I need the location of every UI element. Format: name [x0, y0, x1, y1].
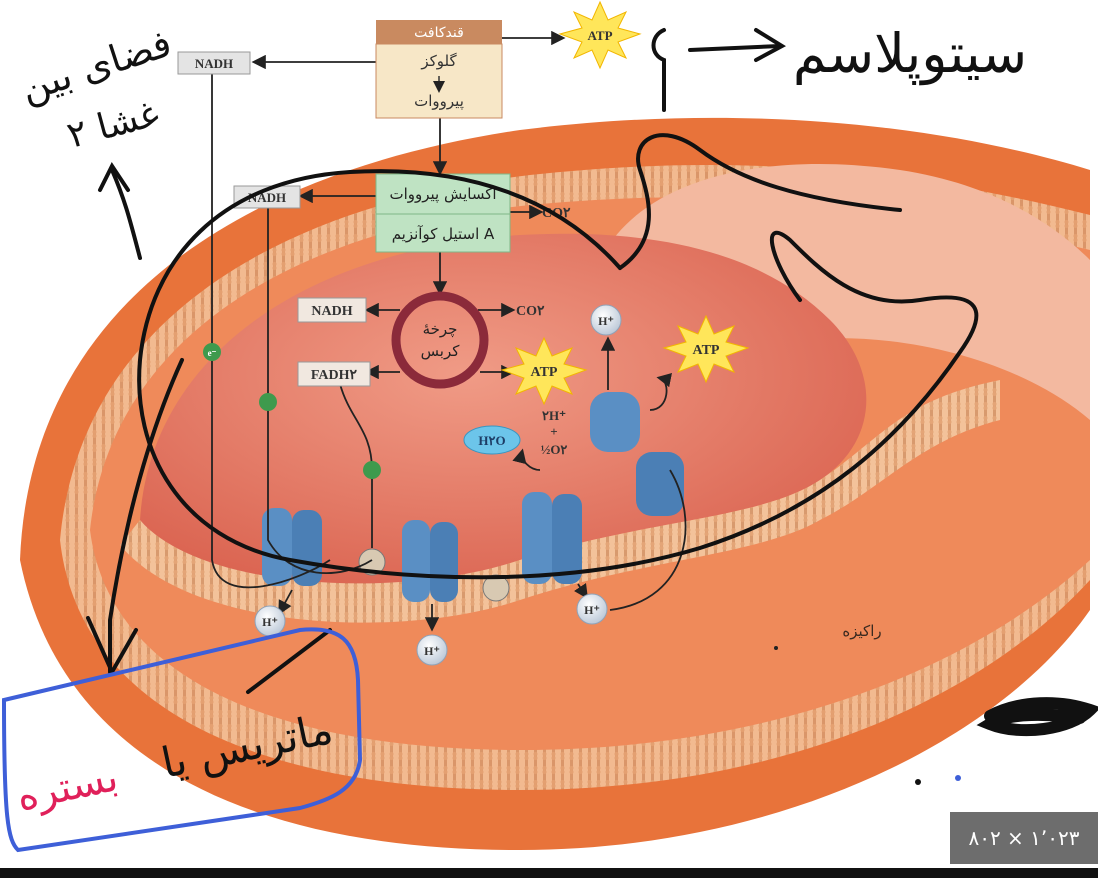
handwritten-outline: [86, 28, 979, 694]
label-h-plus-3: H⁺: [584, 603, 600, 617]
handwritten-scribble: [976, 697, 1098, 737]
h-plus-ball-2: [416, 634, 448, 666]
flow-arrows: [211, 30, 687, 632]
atp-star-synthase: [662, 314, 750, 384]
label-nadh-mid: NADH: [248, 190, 286, 205]
label-fadh2: FADH۲: [311, 368, 358, 383]
ubiquinone: [358, 548, 386, 576]
label-acetyl-coa: استیل کوآنزیم A: [392, 225, 495, 243]
label-nadh-krebs: NADH: [311, 304, 352, 319]
label-glucose: گلوکز: [420, 52, 457, 70]
label-electron: e⁻: [208, 348, 217, 358]
label-atp-krebs: ATP: [531, 365, 558, 380]
annotation-intermembrane-2: ۲ غشا: [63, 93, 163, 157]
protein-complex-2: [402, 520, 458, 602]
label-atp-top: ATP: [587, 28, 612, 43]
label-two-h-plus: ۲H⁺: [542, 408, 566, 423]
h2o-pill: [463, 425, 521, 455]
protein-complex-1: [262, 508, 322, 586]
label-atp-synthase: ATP: [693, 343, 720, 358]
glycolysis-box-header: [376, 20, 502, 44]
label-h2o: H۲O: [478, 433, 505, 448]
label-nadh-top: NADH: [195, 56, 233, 71]
label-krebs-2: کربس: [421, 342, 461, 360]
label-co2-2: CO۲: [516, 304, 545, 319]
image-size-badge: ۸۰۲ × ۱٬۰۲۳: [950, 812, 1098, 864]
cytochrome-c: [482, 574, 510, 602]
atp-star-krebs: [500, 336, 588, 406]
label-krebs-1: چرخهٔ: [423, 320, 458, 338]
annotation-matrix-pink: بستره: [13, 754, 122, 820]
label-glycolysis: قندکافت: [414, 25, 464, 41]
label-plus-sign: +: [550, 424, 557, 439]
label-h-plus-2: H⁺: [424, 644, 440, 658]
label-pyruvate: پیرووات: [414, 92, 464, 111]
label-half-o2: ½O۲: [541, 442, 568, 457]
h-plus-ball-in: [590, 304, 622, 336]
protein-complex-3: [522, 492, 582, 584]
crista-fold: [600, 164, 1090, 420]
label-mitochondrion: راکیزه: [842, 622, 881, 640]
label-h-plus-in: H⁺: [598, 314, 614, 328]
h-plus-ball-3: [576, 593, 608, 625]
krebs-cycle-ring: [391, 291, 489, 389]
label-h-plus-1: H⁺: [262, 615, 278, 629]
label-pyruvate-oxidation: اکسایش پیرووات: [389, 185, 496, 204]
electron-3: [363, 461, 381, 479]
atp-synthase: [590, 392, 684, 516]
electron-2: [259, 393, 277, 411]
atp-star-top: [558, 0, 642, 70]
matrix-annotation-box: [1, 627, 363, 853]
bottom-bar: [0, 868, 1098, 878]
annotation-cytoplasm: سیتوپلاسم: [793, 22, 1027, 85]
